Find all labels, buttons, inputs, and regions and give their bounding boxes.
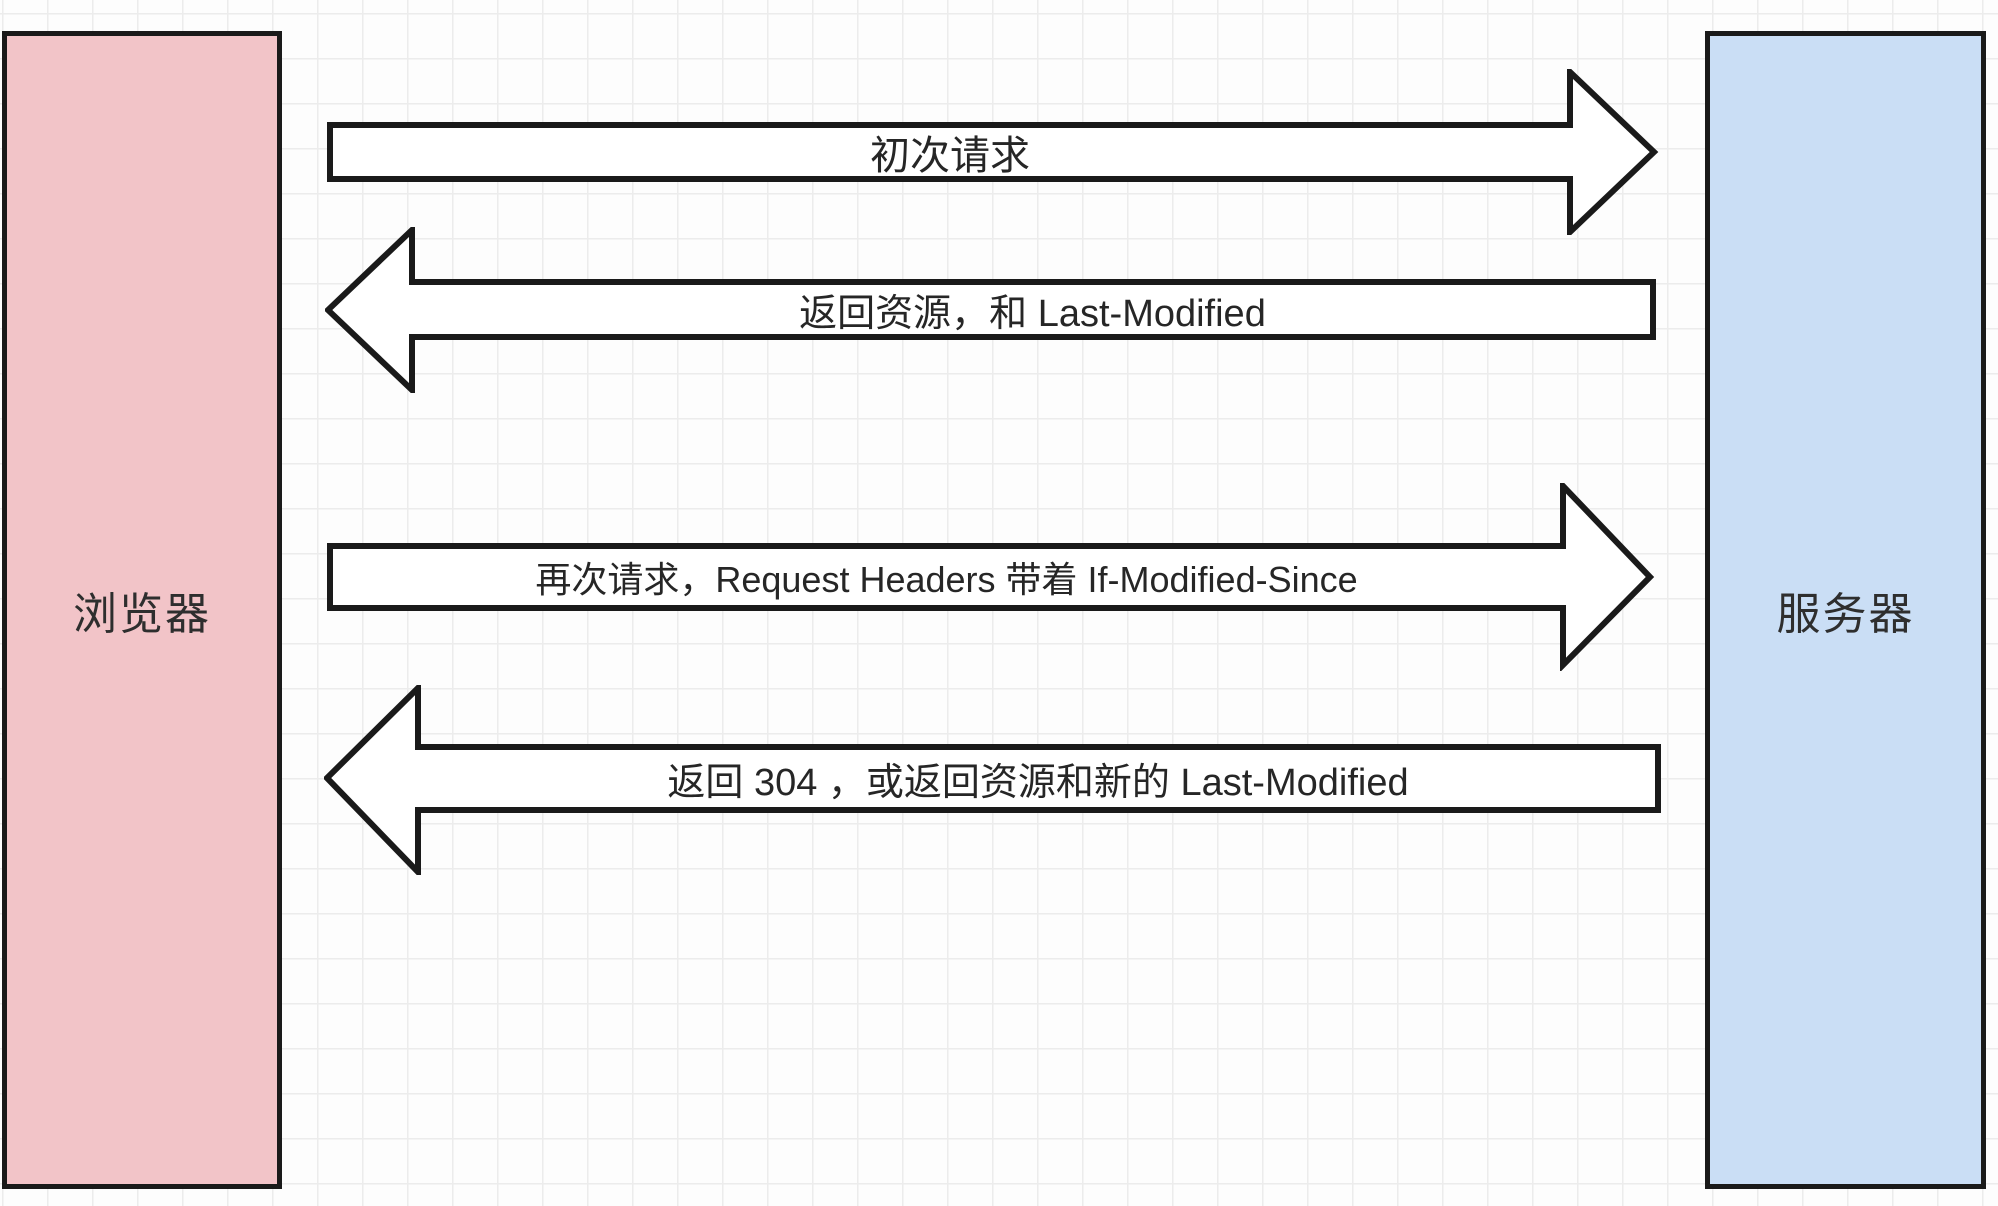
arrow-304-response: 返回 304 ，或返回资源和新的 Last-Modified: [324, 685, 1661, 875]
server-node: 服务器: [1705, 31, 1986, 1189]
arrow-initial-request: 初次请求: [327, 69, 1659, 235]
arrow-shape: [327, 69, 1659, 235]
arrow-return-resource-label: 返回资源，和 Last-Modified: [799, 293, 1266, 335]
server-node-label: 服务器: [1776, 590, 1915, 639]
arrow-shape: [327, 483, 1655, 671]
left-arrow-icon: [325, 227, 1656, 393]
arrow-revalidate-request: 再次请求，Request Headers 带着 If-Modified-Sinc…: [327, 483, 1657, 671]
left-arrow-icon: [324, 685, 1661, 875]
arrow-return-resource: 返回资源，和 Last-Modified: [325, 227, 1658, 393]
arrow-shape: [324, 685, 1661, 875]
arrow-initial-request-label: 初次请求: [870, 134, 1030, 178]
browser-node: 浏览器: [2, 31, 282, 1189]
arrow-304-response-label: 返回 304 ，或返回资源和新的 Last-Modified: [667, 762, 1409, 804]
arrow-shape: [325, 227, 1656, 393]
arrow-revalidate-request-label: 再次请求，Request Headers 带着 If-Modified-Sinc…: [535, 559, 1358, 600]
browser-node-label: 浏览器: [73, 590, 211, 639]
right-arrow-icon: [327, 483, 1655, 671]
right-arrow-icon: [327, 69, 1659, 235]
